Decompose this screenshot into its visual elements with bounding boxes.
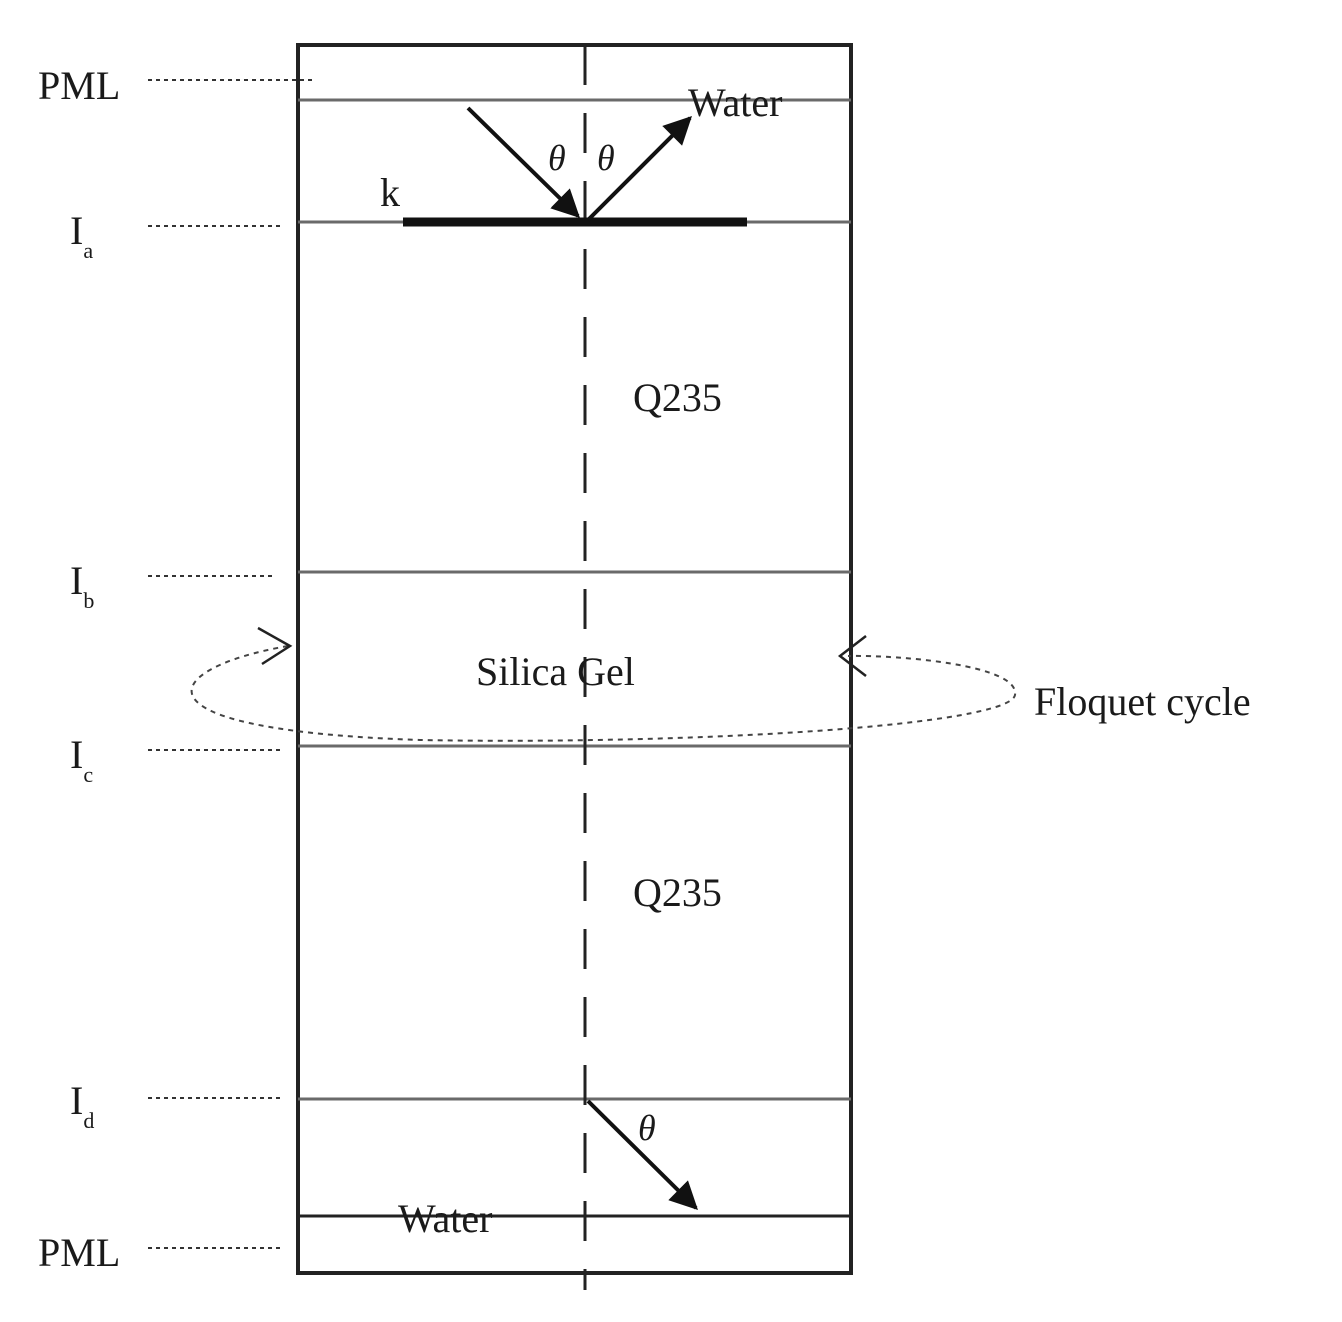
floquet-arrowhead-left: [257, 626, 293, 666]
theta-incident-label: θ: [548, 138, 566, 178]
q235-upper-label: Q235: [633, 375, 722, 420]
pml-top-label: PML: [38, 63, 120, 108]
interface-b-label: Ib: [70, 558, 94, 613]
interface-d-label: Id: [70, 1078, 94, 1133]
interface-a-label: Ia: [70, 208, 93, 263]
domain-boundary: [296, 43, 853, 1275]
incident-wave-arrow: [466, 106, 580, 218]
floquet-arrowhead-right: [837, 635, 867, 677]
transmitted-wave-arrow: [586, 1099, 698, 1210]
silica-gel-label: Silica Gel: [476, 649, 635, 694]
reflected-wave-arrow: [586, 116, 692, 222]
water-top-label: Water: [688, 80, 783, 125]
theta-reflected-label: θ: [597, 138, 615, 178]
theta-transmitted-label: θ: [638, 1108, 656, 1148]
floquet-cycle-path: [190, 645, 1017, 742]
floquet-cycle-label: Floquet cycle: [1034, 679, 1251, 724]
pml-bottom-label: PML: [38, 1230, 120, 1275]
q235-lower-label: Q235: [633, 870, 722, 915]
interface-c-label: Ic: [70, 732, 93, 787]
k-label: k: [380, 170, 400, 215]
water-bottom-label: Water: [398, 1196, 493, 1241]
